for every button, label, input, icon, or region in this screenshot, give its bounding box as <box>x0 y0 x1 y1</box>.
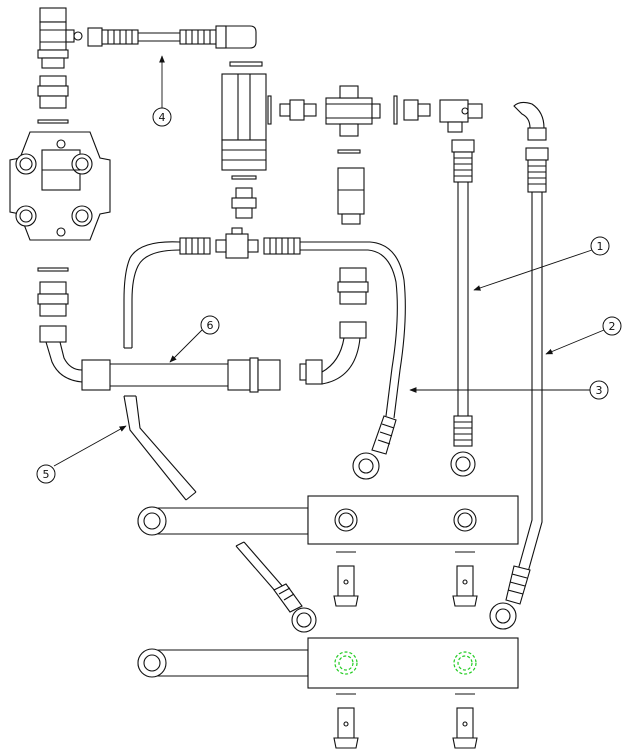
callout-1: 1 <box>590 236 610 256</box>
center-valve-block <box>221 61 272 219</box>
callout-5: 5 <box>36 464 56 484</box>
hose-assembly-5 <box>123 395 197 501</box>
hose-assembly-3 <box>263 237 406 480</box>
upper-bracket <box>137 495 519 607</box>
callout-3-label: 3 <box>596 384 603 397</box>
callout-2-label: 2 <box>609 320 616 333</box>
callout-3: 3 <box>589 380 609 400</box>
callout-2: 2 <box>602 316 622 336</box>
callout-4-label: 4 <box>159 111 166 124</box>
hose-assembly-6 <box>45 341 281 393</box>
hose-left-center <box>123 237 211 349</box>
top-left-fitting-stack <box>37 7 83 124</box>
center-tee-fitting <box>215 227 259 259</box>
callout-6-label: 6 <box>207 319 214 332</box>
callout-1-label: 1 <box>597 240 604 253</box>
left-lower-fittings <box>37 267 69 343</box>
top-right-fitting-row <box>279 85 483 225</box>
center-right-elbow <box>299 267 369 385</box>
hose-assembly-2 <box>489 101 549 630</box>
callout-5-label: 5 <box>43 468 50 481</box>
hose-assembly-1 <box>450 139 476 477</box>
callout-4: 4 <box>152 107 172 127</box>
short-diagonal-hose <box>235 541 317 633</box>
lower-bracket <box>137 637 519 749</box>
callout-6: 6 <box>200 315 220 335</box>
callout-leaders <box>53 55 605 467</box>
pump-flange <box>9 131 111 241</box>
hose-assembly-4 <box>87 25 257 49</box>
